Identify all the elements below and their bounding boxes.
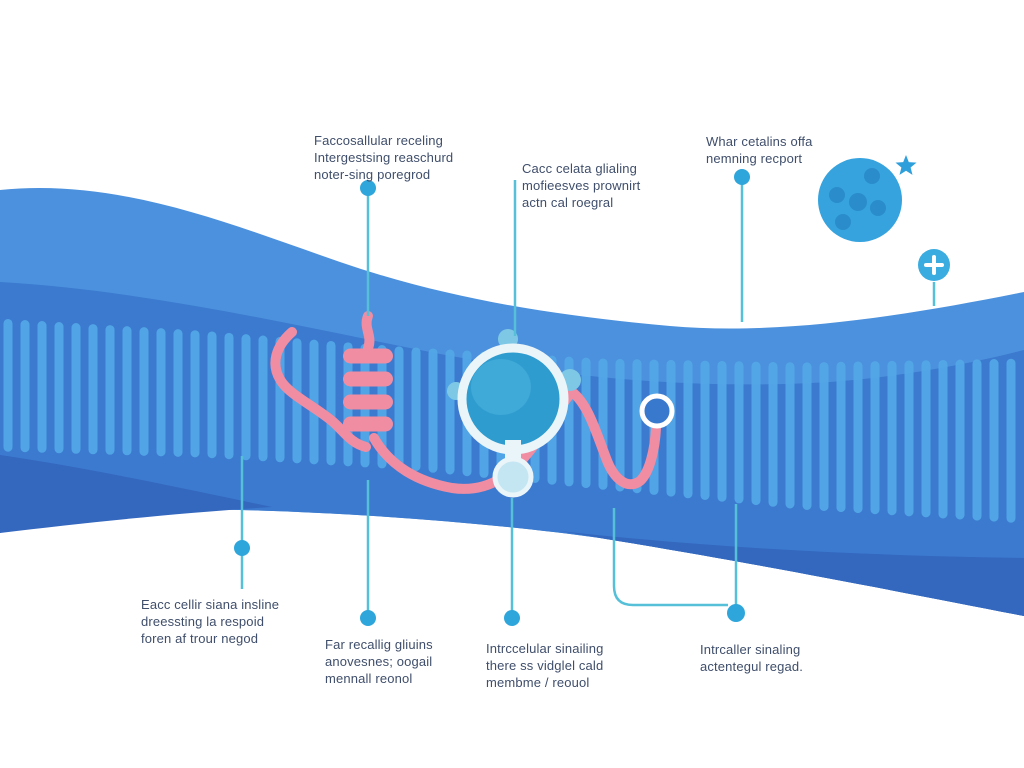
leader-dot-bottom-right bbox=[727, 604, 745, 622]
leader-elbow-bottom-right bbox=[612, 508, 728, 607]
label-line: Intrccelular sinailing bbox=[486, 641, 604, 656]
membrane-shadow-left bbox=[0, 455, 272, 533]
label-line: Faccosallular receling bbox=[314, 133, 444, 148]
leader-dot-top-left bbox=[360, 180, 376, 196]
label-line: dreessting la respoid bbox=[141, 614, 265, 629]
label-line: nemning recport bbox=[706, 151, 803, 166]
label-top-left: Faccosallular receling Intergestsing rea… bbox=[314, 132, 453, 183]
helix-bar-2 bbox=[343, 371, 393, 387]
vesicle-dot bbox=[835, 214, 851, 230]
label-line: Eacc cellir siana insline bbox=[141, 597, 280, 612]
label-top-right: Whar cetalins offa nemning recport bbox=[706, 133, 813, 167]
vesicle-dot bbox=[829, 187, 845, 203]
small-ring-icon bbox=[639, 393, 675, 429]
label-line: Far recallig gliuins bbox=[325, 637, 433, 652]
vesicle-dot bbox=[849, 193, 867, 211]
label-bottom-center: Intrccelular sinailing there ss vidglel … bbox=[486, 640, 603, 691]
label-line: foren af trour negod bbox=[141, 631, 259, 646]
label-line: anovesnes; oogail bbox=[325, 654, 433, 669]
label-line: Whar cetalins offa bbox=[706, 134, 813, 149]
leader-dot-top-right bbox=[734, 169, 750, 185]
label-line: noter-sing poregrod bbox=[314, 167, 431, 182]
label-line: Intrcaller sinaling bbox=[700, 642, 801, 657]
vesicle-dot bbox=[870, 200, 886, 216]
helix-curl bbox=[270, 327, 371, 452]
label-bottom-mid-left: Far recallig gliuins anovesnes; oogail m… bbox=[325, 636, 433, 687]
label-line: actentegul regad. bbox=[700, 659, 804, 674]
membrane-shadow-right bbox=[560, 531, 1024, 616]
label-top-center: Cacc celata glialing mofieesves prownirt… bbox=[522, 160, 640, 211]
label-line: actn cal roegral bbox=[522, 195, 614, 210]
helix-bar-1 bbox=[343, 348, 393, 364]
leader-dot-bottom-mid-left bbox=[360, 610, 376, 626]
helix-bar-3 bbox=[343, 394, 393, 410]
label-line: Intergestsing reaschurd bbox=[314, 150, 454, 165]
label-line: there ss vidglel cald bbox=[486, 658, 604, 673]
helix-bar-4 bbox=[343, 416, 393, 432]
vesicle-dot bbox=[864, 168, 880, 184]
helix-stub bbox=[361, 311, 375, 353]
label-line: mofieesves prownirt bbox=[522, 178, 641, 193]
star-icon bbox=[895, 155, 917, 175]
receptor-bulb bbox=[492, 456, 534, 498]
leader-dot-bottom-left bbox=[234, 540, 250, 556]
label-line: Cacc celata glialing bbox=[522, 161, 638, 176]
receptor-inner-highlight bbox=[471, 359, 531, 415]
leader-dot-bottom-center bbox=[504, 610, 520, 626]
label-bottom-left: Eacc cellir siana insline dreessting la … bbox=[141, 596, 279, 647]
membrane-stripes bbox=[3, 318, 1016, 523]
label-line: mennall reonol bbox=[325, 671, 413, 686]
label-bottom-right: Intrcaller sinaling actentegul regad. bbox=[700, 641, 803, 675]
label-line: membme / reouol bbox=[486, 675, 590, 690]
